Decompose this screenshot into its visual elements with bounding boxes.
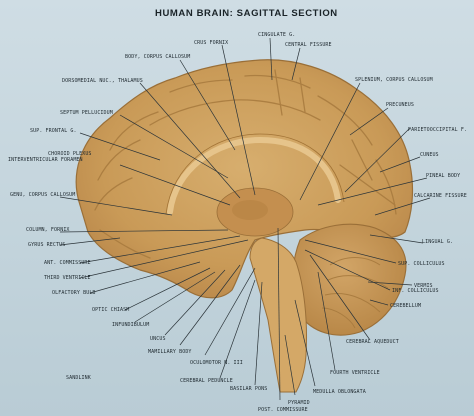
label-dorsomedial-nuc-thalamus: DORSOMEDIAL NUC., THALAMUS	[62, 78, 143, 84]
label-genu-corpus-callosum: GENU, CORPUS CALLOSUM	[10, 192, 75, 198]
label-body-corpus-callosum: BODY, CORPUS CALLOSUM	[125, 54, 190, 60]
corpus-callosum-shape	[167, 136, 341, 215]
label-splenium-corpus-callosum: SPLENIUM, CORPUS CALLOSUM	[355, 77, 433, 83]
label-post-commissure: POST. COMMISSURE	[258, 407, 308, 413]
label-uncus: UNCUS	[150, 336, 166, 342]
label-sup-colliculus: SUP. COLLICULUS	[398, 261, 445, 267]
label-gyrus-rectus: GYRUS RECTUS	[28, 242, 65, 248]
label-sup-frontal-g: SUP. FRONTAL G.	[30, 128, 77, 134]
label-olfactory-bulb: OLFACTORY BULB	[52, 290, 96, 296]
leader-lines	[59, 37, 431, 401]
label-third-ventricle: THIRD VENTRICLE	[44, 275, 91, 281]
label-medulla-oblongata: MEDULLA OBLONGATA	[313, 389, 366, 395]
label-cerebral-aqueduct: CEREBRAL AQUEDUCT	[346, 339, 399, 345]
label-infundibulum: INFUNDIBULUM	[112, 322, 149, 328]
label-interventricular-foramen: INTERVENTRICULAR FORAMEN	[8, 157, 83, 163]
label-fourth-ventricle: FOURTH VENTRICLE	[330, 370, 380, 376]
label-inf-colliculus: INF. COLLICULUS	[392, 288, 439, 294]
label-choroid-plexus: CHOROID PLEXUS	[48, 151, 92, 157]
label-septum-pellucidum: SEPTUM PELLUCIDUM	[60, 110, 113, 116]
label-optic-chiasm: OPTIC CHIASM	[92, 307, 129, 313]
label-basilar-pons: BASILAR PONS	[230, 386, 267, 392]
label-column-fornix: COLUMN, FORNIX	[26, 227, 70, 233]
label-cerebellum: CEREBELLUM	[390, 303, 421, 309]
label-oculomotor-n: OCULOMOTOR N. III	[190, 360, 243, 366]
label-pyramid: PYRAMID	[288, 400, 310, 406]
label-lingual-g: LINGUAL G.	[422, 239, 453, 245]
label-precuneus: PRECUNEUS	[386, 102, 414, 108]
label-cingulate-g: CINGULATE G.	[258, 32, 295, 38]
page-title: HUMAN BRAIN: SAGITTAL SECTION	[155, 8, 338, 19]
label-mamillary-body: MAMILLARY BODY	[148, 349, 192, 355]
label-calcarine-fissure: CALCARINE FISSURE	[414, 193, 467, 199]
label-central-fissure: CENTRAL FISSURE	[285, 42, 332, 48]
label-crus-fornix: CRUS FORNIX	[194, 40, 228, 46]
label-sandlink: SANDLINK	[66, 375, 91, 381]
label-parieto-occipital-f: PARIETOOCCIPITAL F.	[408, 127, 467, 133]
label-vermis: VERMIS	[414, 283, 433, 289]
label-cuneus: CUNEUS	[420, 152, 439, 158]
brainstem-shape	[249, 237, 307, 393]
label-cerebral-peduncle: CEREBRAL PEDUNCLE	[180, 378, 233, 384]
label-ant-commissure: ANT. COMMISSURE	[44, 260, 91, 266]
label-pineal-body: PINEAL BODY	[426, 173, 460, 179]
